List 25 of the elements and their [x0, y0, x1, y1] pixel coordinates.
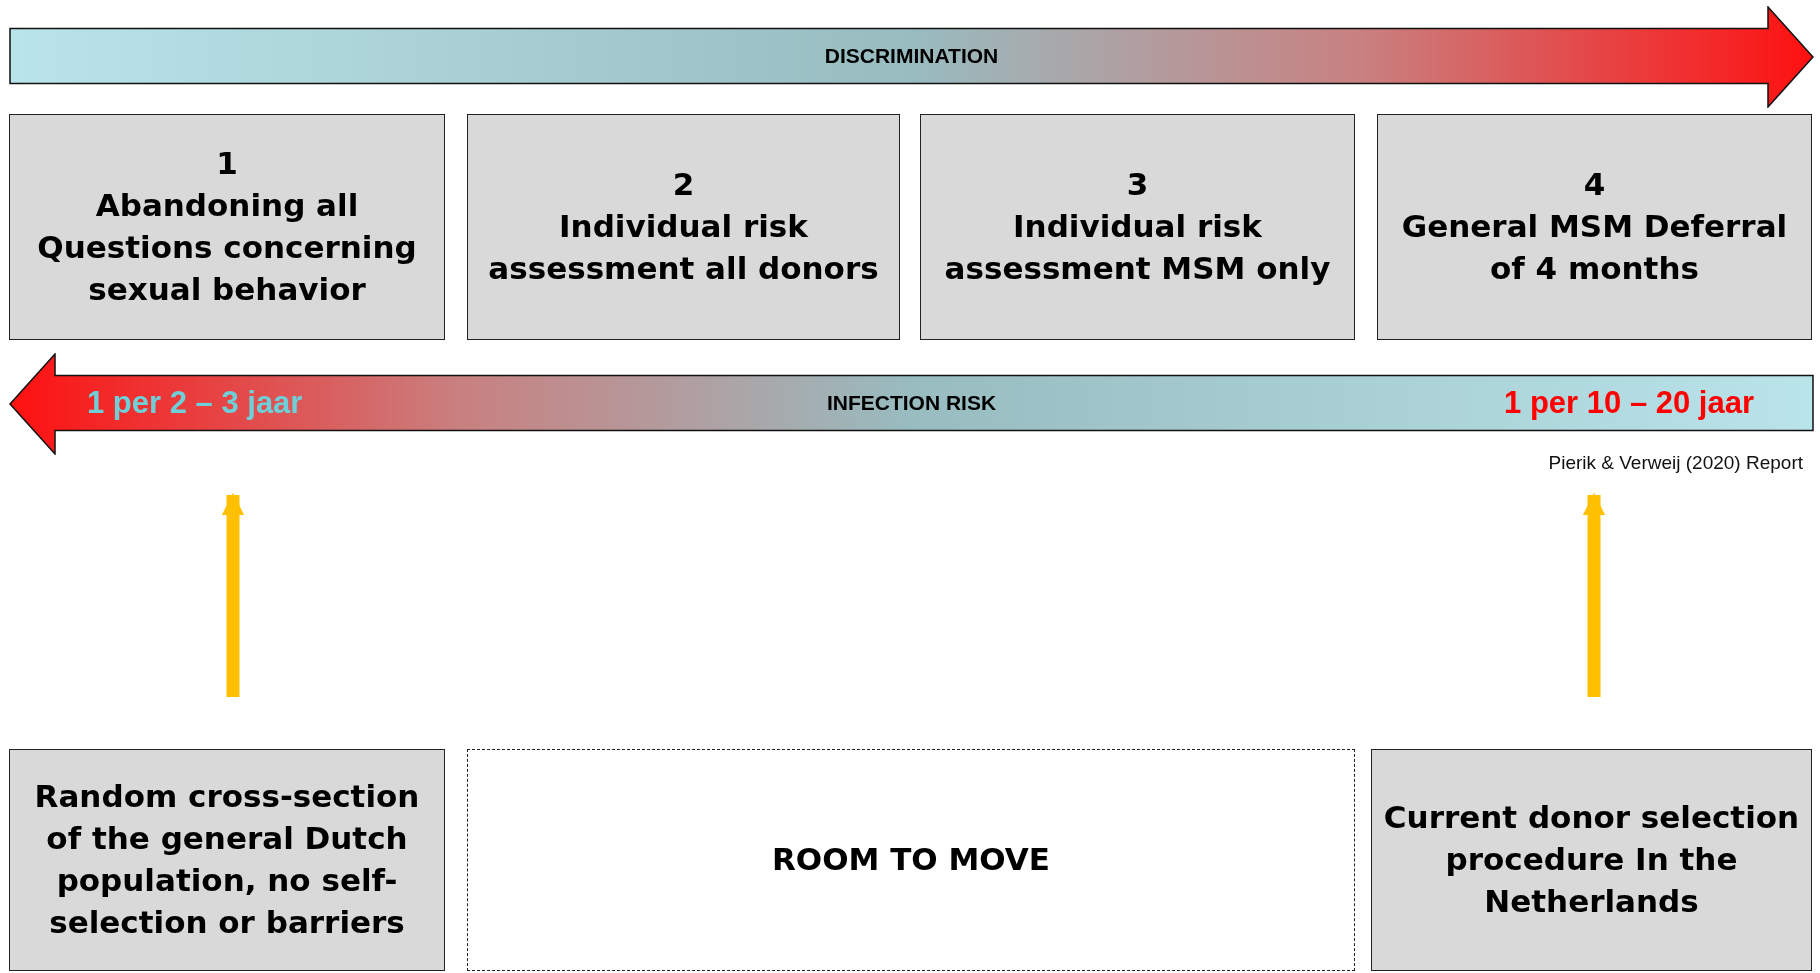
stage-box	[9, 114, 445, 340]
stage-text: General MSM Deferral of 4 months	[1400, 207, 1789, 288]
stage-text: Random cross-section of the general Dutch population, no self-selection or barriers	[33, 777, 421, 942]
stage-text: Individual risk assessment all donors	[487, 207, 880, 288]
arrow	[1582, 492, 1606, 697]
stage-box	[920, 114, 1355, 340]
stage-text: Current donor selection procedure In the Netherlands	[1382, 798, 1801, 921]
stage-number: 2	[671, 165, 696, 205]
dashed-box	[467, 749, 1355, 971]
stage-box	[1371, 749, 1812, 971]
stage-box	[1377, 114, 1812, 340]
arrow-label: DISCRIMINATION	[824, 43, 999, 68]
source-note: Pierik & Verweij (2020) Report	[1548, 452, 1803, 474]
rate-label: 1 per 10 – 20 jaar	[1504, 384, 1754, 421]
arrow	[221, 492, 245, 697]
stage-number: 4	[1582, 165, 1607, 205]
arrow-label: INFECTION RISK	[826, 390, 997, 415]
stage-box	[467, 114, 900, 340]
stage-number: 3	[1125, 165, 1150, 205]
stage-text: Individual risk assessment MSM only	[943, 207, 1332, 288]
stage-box	[9, 749, 445, 971]
stage-number: 1	[215, 144, 239, 184]
stage-text: ROOM TO MOVE	[770, 840, 1051, 880]
stage-text: Abandoning all Questions concerning sexual behavior	[36, 186, 418, 309]
rate-label: 1 per 2 – 3 jaar	[87, 384, 303, 421]
